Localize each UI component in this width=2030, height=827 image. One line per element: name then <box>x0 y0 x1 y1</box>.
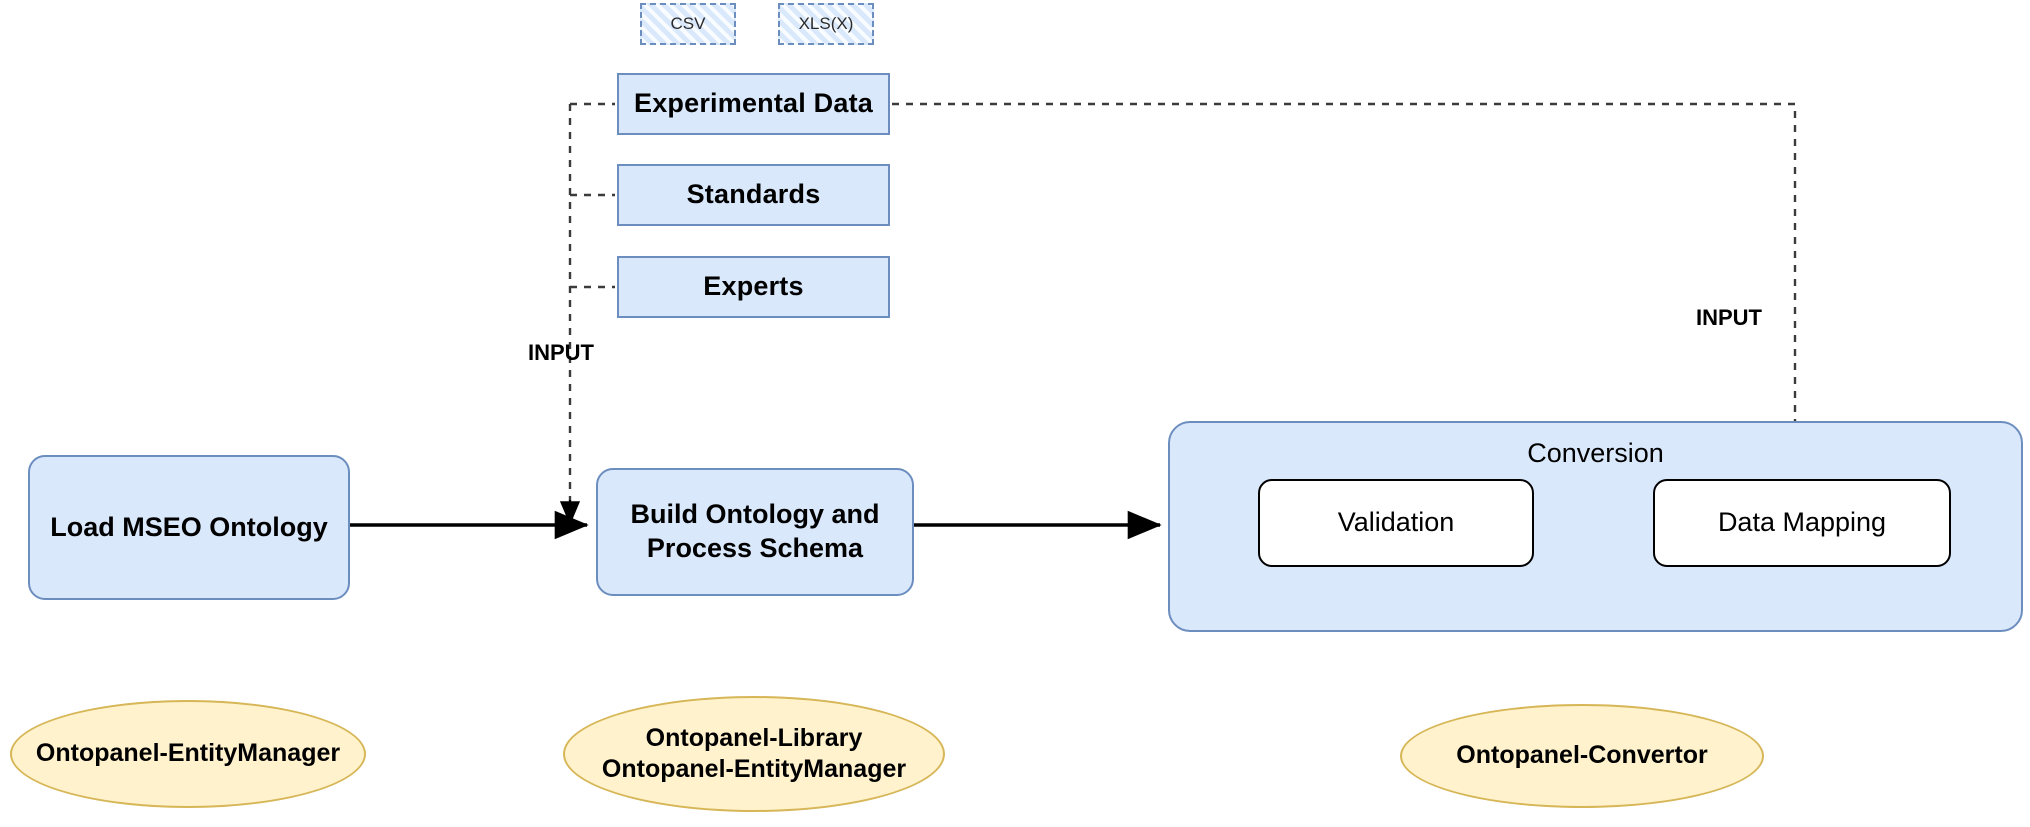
file-chip-label: CSV <box>670 14 706 34</box>
component-label-line2: Ontopanel-EntityManager <box>601 755 907 783</box>
component-ellipse-ontopanel-library[interactable]: Ontopanel-Library Ontopanel-EntityManage… <box>563 696 945 812</box>
source-box-experimental-data[interactable]: Experimental Data <box>617 73 890 135</box>
step-box-validation[interactable]: Validation <box>1258 479 1534 567</box>
step-label: Data Mapping <box>1717 507 1887 538</box>
component-label: Ontopanel-Convertor <box>1456 741 1708 770</box>
process-node-build-ontology-and-process-schema[interactable]: Build Ontology and Process Schema <box>596 468 914 596</box>
container-title: Conversion <box>1527 438 1664 468</box>
process-node-load-mseo-ontology[interactable]: Load MSEO Ontology <box>28 455 350 600</box>
source-label: Experimental Data <box>634 88 873 119</box>
component-label: Ontopanel-EntityManager <box>35 739 341 768</box>
edge-label-input-right: INPUT <box>1696 305 1762 330</box>
component-ellipse-ontopanel-entitymanager[interactable]: Ontopanel-EntityManager <box>10 700 366 808</box>
dashed-input-edge-left <box>568 102 615 500</box>
file-type-chip-csv[interactable]: CSV <box>640 3 736 45</box>
source-label: Standards <box>686 179 821 210</box>
source-box-experts[interactable]: Experts <box>617 256 890 318</box>
source-box-standards[interactable]: Standards <box>617 164 890 226</box>
container-conversion[interactable]: Conversion Validation Data Mapping <box>1168 421 2023 632</box>
step-box-data-mapping[interactable]: Data Mapping <box>1653 479 1951 567</box>
file-type-chip-xlsx[interactable]: XLS(X) <box>778 3 874 45</box>
file-chip-label: XLS(X) <box>798 14 854 34</box>
process-label: Load MSEO Ontology <box>50 511 328 542</box>
source-label: Experts <box>703 271 804 302</box>
step-label: Validation <box>1337 507 1455 538</box>
dashed-input-edge-right <box>892 102 1797 460</box>
edge-label-input-left: INPUT <box>528 340 594 365</box>
process-label: Build Ontology and Process Schema <box>630 499 880 563</box>
component-label-line1: Ontopanel-Library <box>645 723 863 752</box>
component-ellipse-ontopanel-convertor[interactable]: Ontopanel-Convertor <box>1400 704 1764 808</box>
